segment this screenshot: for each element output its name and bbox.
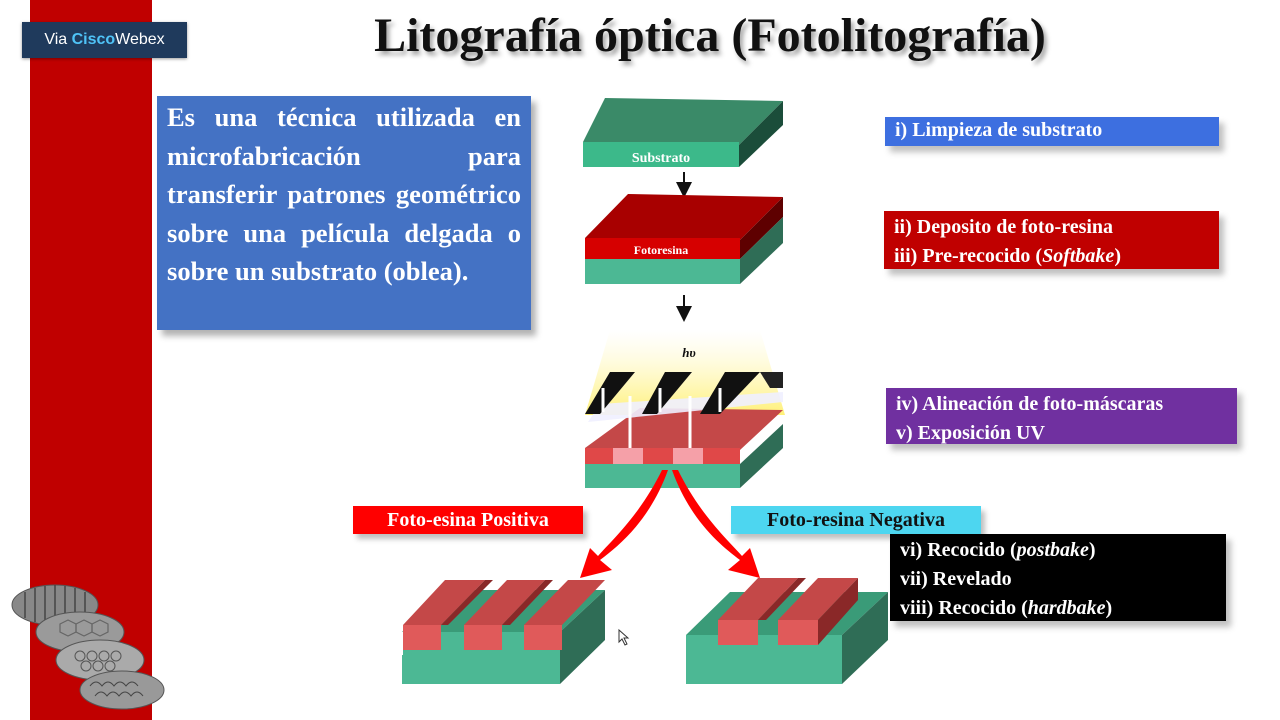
positive-resist-label: Foto-esina Positiva xyxy=(353,506,583,534)
cursor-icon xyxy=(618,628,630,646)
step-cleaning: i) Limpieza de substrato xyxy=(885,117,1219,146)
light-label: hυ xyxy=(682,345,696,360)
photoresist-label: Fotoresina xyxy=(634,243,688,257)
step-post-processing: vi) Recocido (postbake) vii) Revelado vi… xyxy=(890,534,1226,621)
exposure-stage: hυ xyxy=(585,330,785,488)
wafer-decoration xyxy=(11,584,165,710)
substrate-label: Substrato xyxy=(632,151,690,166)
positive-result-block xyxy=(402,580,605,684)
webex-badge: Via CiscoWebex xyxy=(22,22,187,58)
description-box: Es una técnica utilizada en microfabrica… xyxy=(157,96,531,330)
step-deposit: ii) Deposito de foto-resina iii) Pre-rec… xyxy=(884,211,1219,269)
photoresist-block: Fotoresina xyxy=(585,194,783,284)
negative-resist-label: Foto-resina Negativa xyxy=(731,506,981,534)
slide-title: Litografía óptica (Fotolitografía) xyxy=(374,9,1046,62)
arrow-negative-icon xyxy=(672,470,760,578)
arrow-positive-icon xyxy=(580,470,668,578)
substrate-block: Substrato xyxy=(583,98,783,167)
step-alignment: iv) Alineación de foto-máscaras v) Expos… xyxy=(886,388,1237,444)
negative-result-block xyxy=(686,578,888,684)
